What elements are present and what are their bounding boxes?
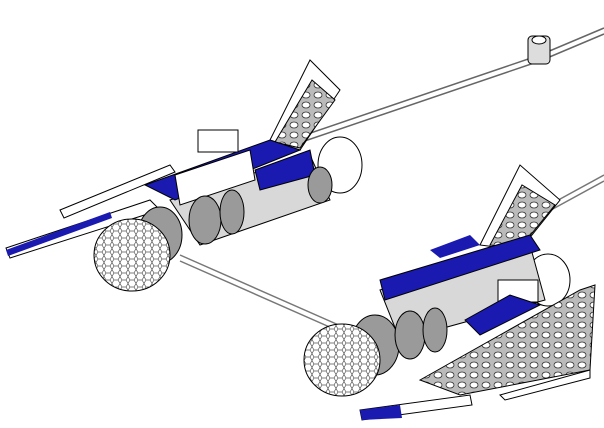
cable-connector [527,35,551,65]
upper-unit [5,59,363,292]
lower-dome [303,323,381,397]
upper-dome [93,218,171,292]
lower-unit [303,164,596,421]
cable-middle [179,254,351,337]
